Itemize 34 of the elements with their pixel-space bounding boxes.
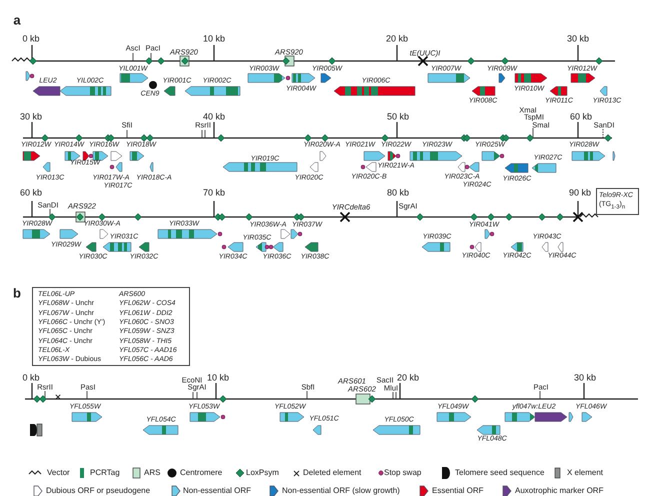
panel-letter: b [13,286,21,300]
scale-label: 80 kb [386,188,410,198]
telomere-label-box [596,188,639,216]
legend-label: LoxPsym [246,469,279,477]
scale-label: 0 kb [22,34,40,44]
legend-label: Essential ORF [432,487,484,495]
scale-label: 30 kb [566,34,590,44]
scale-label: 10 kb [206,374,230,382]
scale-label: 20 kb [396,374,420,382]
scale-label: 10 kb [202,34,226,44]
legend-label: Stop swap [384,469,422,477]
scale-label: 70 kb [202,188,226,198]
gene-list-box [32,287,190,366]
scale-label: 20 kb [386,34,408,44]
legend-label: Centromere [180,469,222,477]
legend-label: Auxotrophic marker ORF [515,487,604,495]
scale-label: 60 kb [20,188,42,198]
scale-label: 0 kb [22,374,40,382]
scale-label: 40 kb [202,112,226,122]
legend-label: PCRTag [90,469,120,477]
scale-label: 50 kb [386,112,410,122]
legend-label: X element [567,469,604,477]
legend-label: Vector [47,469,70,477]
scale-label: 30 kb [20,112,42,122]
scale-label: 30 kb [574,374,596,382]
legend-label: Non-essential ORF (slow growth) [282,487,400,495]
legend-label: Telomere seed sequence [455,469,544,477]
scale-label: 60 kb [570,112,592,122]
panel-letter: a [13,14,21,26]
legend-label: Dubious ORF or pseudogene [46,487,150,495]
legend-label: ARS [144,469,160,477]
legend-label: Non-essential ORF [183,487,252,495]
scale-label: 90 kb [568,188,592,198]
legend-label: Deleted element [303,469,362,477]
